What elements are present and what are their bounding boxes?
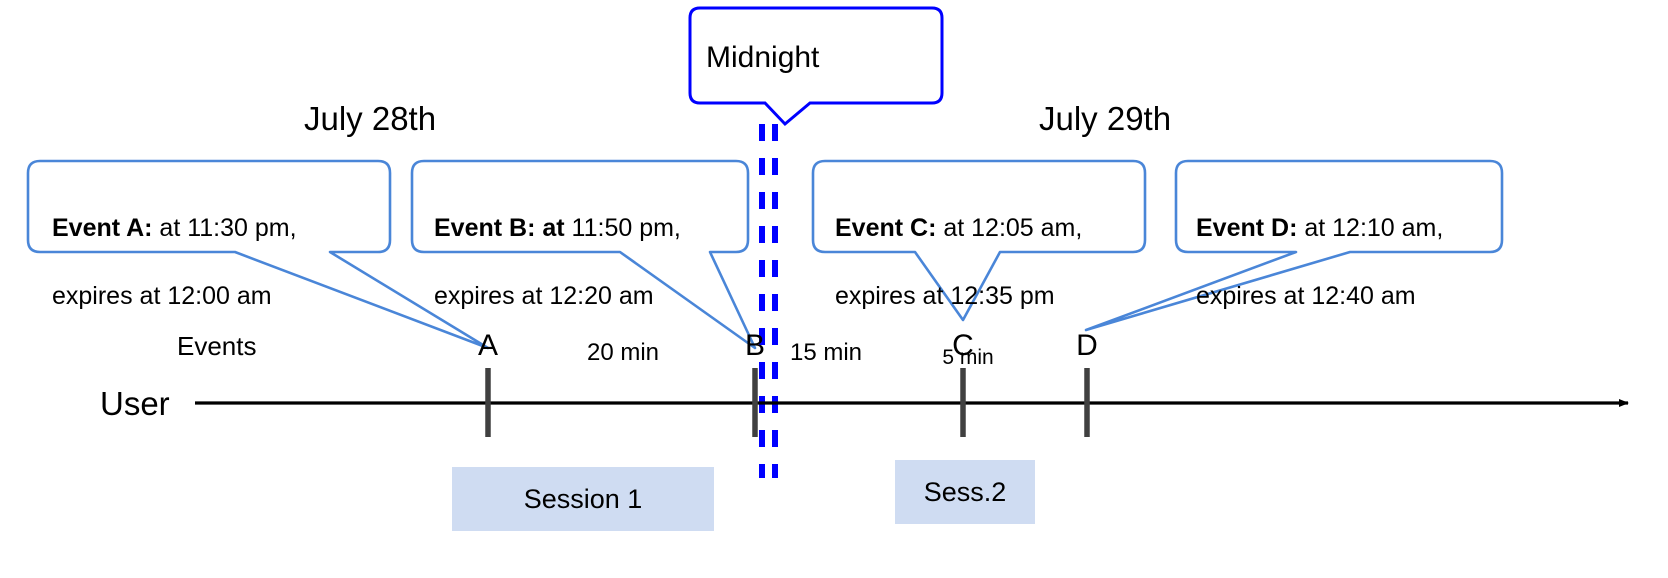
callout-text-event-c: Event C: at 12:05 am, expires at 12:35 p… [835, 177, 1082, 347]
user-row-label: User [100, 385, 170, 422]
callout-line2-event-b: expires at 12:20 am [434, 282, 654, 310]
events-row-label: Events [177, 331, 257, 361]
callout-line2-event-a: expires at 12:00 am [52, 282, 272, 310]
tick-label-d: D [1076, 329, 1098, 362]
callout-line2-event-c: expires at 12:35 pm [835, 282, 1055, 310]
callout-bold-event-b: Event B: at [434, 214, 565, 242]
date-label-july-29: July 29th [1039, 100, 1172, 137]
callout-rest-event-a: at 11:30 pm, [152, 214, 297, 242]
session-block-2: Sess.2 [895, 460, 1035, 524]
callout-text-event-b: Event B: at 11:50 pm, expires at 12:20 a… [434, 177, 681, 347]
midnight-callout-label: Midnight [706, 41, 820, 74]
tick-label-b: B [744, 329, 766, 362]
session-block-1: Session 1 [452, 467, 714, 531]
callout-bold-event-c: Event C: [835, 214, 937, 242]
interval-label-b-c: 15 min [789, 339, 863, 366]
interval-label-c-d: 5 min [942, 346, 994, 369]
date-label-july-28: July 28th [304, 100, 437, 137]
session-label-1: Session 1 [523, 483, 643, 514]
callout-bold-event-a: Event A: [52, 214, 153, 242]
callout-rest-event-b: 11:50 pm, [564, 214, 681, 242]
callout-rest-event-d: at 12:10 am, [1297, 214, 1444, 242]
tick-label-c: C [952, 329, 974, 362]
callout-line2-event-d: expires at 12:40 am [1196, 282, 1416, 310]
callout-bold-event-d: Event D: [1196, 214, 1298, 242]
interval-label-a-b: 20 min [586, 339, 660, 366]
tick-label-a: A [477, 329, 499, 362]
session-label-2: Sess.2 [923, 476, 1007, 507]
callout-text-event-d: Event D: at 12:10 am, expires at 12:40 a… [1196, 177, 1443, 347]
callout-rest-event-c: at 12:05 am, [936, 214, 1083, 242]
callout-text-event-a: Event A: at 11:30 pm, expires at 12:00 a… [52, 177, 297, 347]
